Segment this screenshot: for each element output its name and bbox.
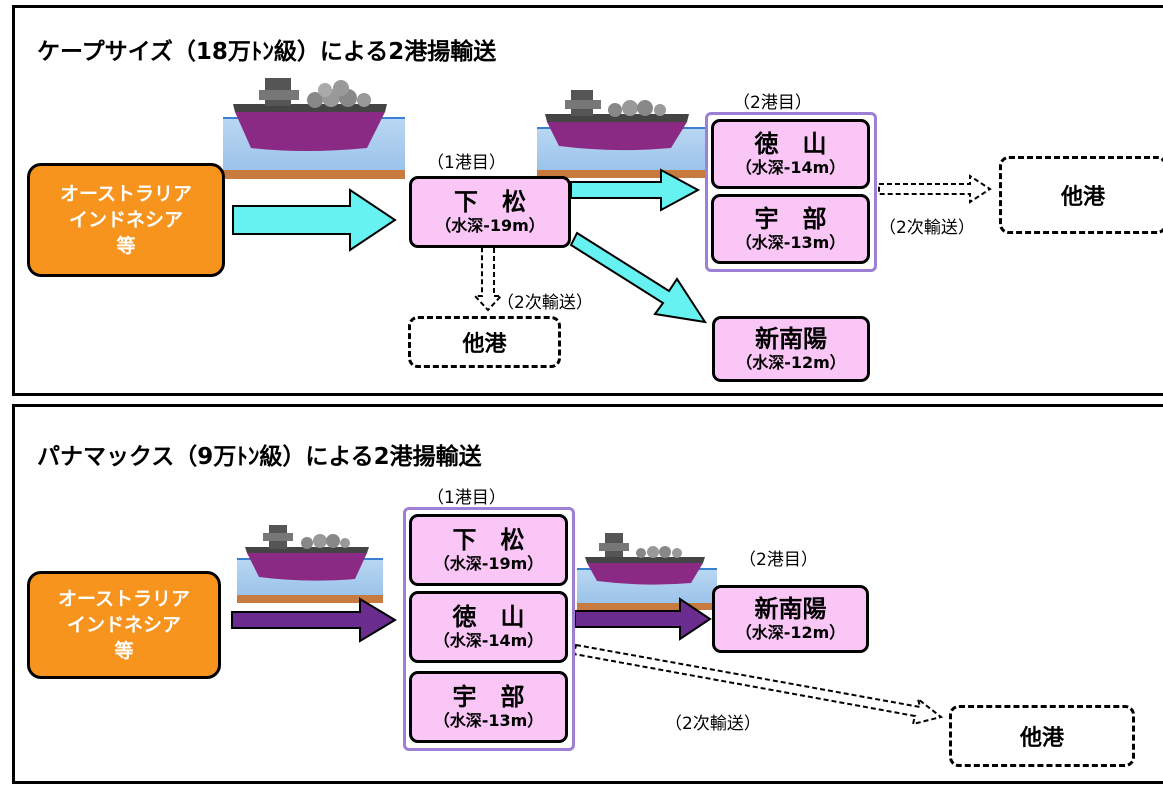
- second-port-label: （2港目）: [733, 93, 812, 113]
- arrow-shimomatsu-to-tokuyama: [570, 168, 701, 212]
- port-name: 宇 部: [754, 205, 827, 233]
- ship-icon-3: [237, 525, 383, 603]
- origin-line-3: 等: [114, 640, 134, 662]
- port-name: 下 松: [452, 526, 525, 554]
- arrow-first-ports-to-shinnanyo: [574, 597, 712, 641]
- arrow-origin-to-shimomatsu: [232, 188, 397, 252]
- origin-box: オーストラリア インドネシア 等: [27, 163, 225, 277]
- port-tokuyama: 徳 山 （水深-14m）: [409, 591, 568, 663]
- first-port-label: （1港目）: [427, 153, 506, 173]
- other-port-box-2: 他港: [408, 316, 561, 368]
- arrow-shimomatsu-to-shinnanyo: [569, 231, 708, 324]
- port-name: 下 松: [454, 188, 526, 216]
- capesize-panel: ケープサイズ（18万ﾄﾝ級）による2港揚輸送: [12, 5, 1163, 396]
- capesize-flow-arrows: [223, 78, 992, 324]
- port-depth: （水深-12m）: [735, 623, 846, 642]
- other-port-box: 他港: [949, 705, 1135, 767]
- arrow-origin-to-first-ports: [231, 597, 397, 643]
- port-name: 徳 山: [754, 130, 827, 158]
- capesize-title: ケープサイズ（18万ﾄﾝ級）による2港揚輸送: [37, 39, 497, 65]
- ship-icon: [223, 78, 405, 179]
- capesize-main-arrows: [232, 168, 708, 324]
- arrow-secondary-to-other: [572, 643, 944, 726]
- arrow-secondary-shimomatsu-to-other: [472, 243, 504, 312]
- port-depth: （水深-12m）: [736, 353, 846, 372]
- origin-line-3: 等: [116, 235, 136, 257]
- panamax-panel: パナマックス（9万ﾄﾝ級）による2港揚輸送: [12, 404, 1163, 784]
- port-name: 徳 山: [452, 603, 525, 631]
- secondary-transport-label-2: （2次輸送）: [497, 293, 593, 313]
- origin-box: オーストラリア インドネシア 等: [27, 571, 221, 679]
- origin-line-2: インドネシア: [68, 209, 183, 231]
- port-depth: （水深-19m）: [435, 216, 545, 235]
- other-port-box: 他港: [999, 156, 1163, 234]
- origin-line-2: インドネシア: [66, 614, 181, 636]
- panamax-title: パナマックス（9万ﾄﾝ級）による2港揚輸送: [37, 444, 482, 470]
- panamax-flow-arrows: [231, 525, 944, 726]
- port-shimomatsu: 下 松 （水深-19m）: [409, 176, 571, 248]
- port-name: 宇 部: [452, 683, 525, 711]
- port-depth: （水深-14m）: [735, 158, 846, 177]
- ship-icon-4: [577, 533, 717, 610]
- first-port-label: （1港目）: [427, 488, 506, 508]
- port-name: 新南陽: [754, 595, 827, 623]
- ship-icon-2: [537, 90, 707, 178]
- origin-line-1: オーストラリア: [57, 588, 191, 610]
- arrow-secondary-tokuyama-to-other: [878, 174, 992, 204]
- port-depth: （水深-13m）: [735, 233, 846, 252]
- second-port-label: （2港目）: [739, 550, 818, 570]
- port-tokuyama: 徳 山 （水深-14m）: [711, 119, 870, 189]
- port-ube: 宇 部 （水深-13m）: [409, 671, 568, 743]
- port-depth: （水深-13m）: [433, 711, 544, 730]
- port-shimomatsu: 下 松 （水深-19m）: [409, 514, 568, 586]
- port-depth: （水深-19m）: [433, 554, 544, 573]
- secondary-transport-label: （2次輸送）: [665, 714, 761, 734]
- port-shinnanyo: 新南陽 （水深-12m）: [712, 316, 870, 382]
- port-ube: 宇 部 （水深-13m）: [711, 194, 870, 264]
- port-depth: （水深-14m）: [433, 631, 544, 650]
- origin-line-1: オーストラリア: [59, 183, 193, 205]
- port-shinnanyo: 新南陽 （水深-12m）: [712, 585, 869, 653]
- port-name: 新南陽: [755, 325, 827, 353]
- secondary-transport-label: （2次輸送）: [879, 218, 975, 238]
